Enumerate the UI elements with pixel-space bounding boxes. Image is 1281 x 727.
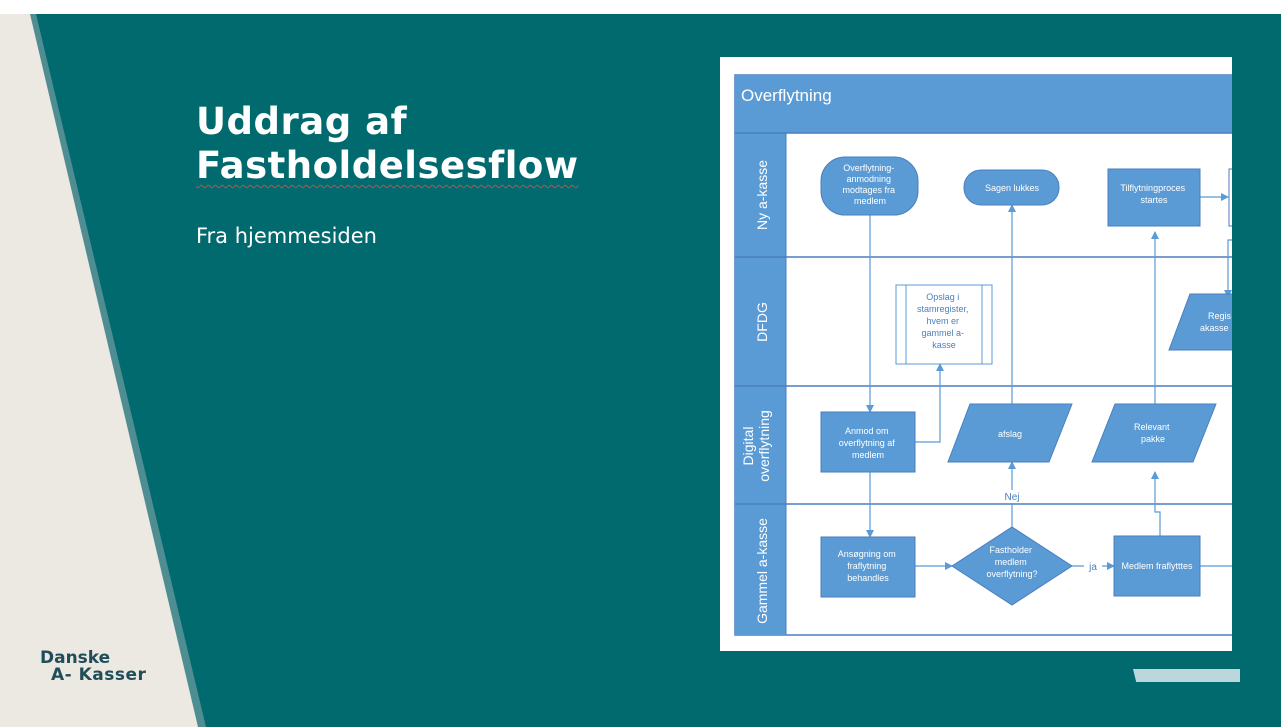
afslag-label: afslag bbox=[998, 429, 1022, 439]
lane-label-digital: Digital bbox=[740, 427, 756, 466]
registrering-data bbox=[1168, 293, 1232, 351]
lane-label-ny-a-kasse: Ny a-kasse bbox=[754, 160, 770, 230]
offscreen-process-edge bbox=[1228, 168, 1232, 227]
nej-flow-label: Nej bbox=[1004, 492, 1019, 503]
title-line-1: Uddrag af bbox=[196, 100, 408, 143]
fastholder-decision bbox=[951, 526, 1073, 606]
nej-label-bg bbox=[1000, 490, 1024, 503]
danske-a-kasser-logo: Danske A- Kasser bbox=[40, 650, 146, 684]
lane-label-overflytning: overflytning bbox=[756, 410, 772, 482]
anmod-label: Anmod om overflytning af medlem bbox=[839, 426, 898, 460]
fastholder-label: Fastholder medlem overflytning? bbox=[986, 545, 1037, 579]
tilflytning-label: Tilflytningproces startes bbox=[1120, 183, 1187, 205]
flowchart-image: Overflytning Ny a-kasse DFDG Digital ove… bbox=[720, 57, 1232, 651]
decorative-bar bbox=[1133, 669, 1240, 682]
slide-subtitle: Fra hjemmesiden bbox=[196, 224, 377, 248]
opslag-label: Opslag i stamregister, hvem er gammel a-… bbox=[917, 292, 971, 350]
registrering-label: Regis akasse bbox=[1200, 311, 1232, 333]
lane-header-column bbox=[735, 133, 786, 635]
start-terminator-label: Overflytning- anmodning modtages fra med… bbox=[842, 163, 897, 206]
diagram-subheader bbox=[735, 110, 1232, 133]
logo-line-1: Danske bbox=[40, 648, 111, 668]
diagram-title-bar bbox=[735, 75, 1232, 110]
medlem-fraflyttes-process bbox=[1113, 535, 1201, 597]
ansoegning-process bbox=[820, 536, 916, 598]
arrow-medlem-to-relevant bbox=[1151, 471, 1161, 536]
ansoegning-label: Ansøgning om fraflytning behandles bbox=[838, 549, 899, 583]
slide-title: Uddrag af Fastholdelsesflow bbox=[196, 100, 579, 188]
afslag-data bbox=[947, 403, 1073, 463]
lane-label-gammel-a-kasse: Gammel a-kasse bbox=[754, 518, 770, 624]
medlem-fraflyttes-label: Medlem fraflytttes bbox=[1121, 561, 1193, 571]
title-line-2: Fastholdelsesflow bbox=[196, 144, 579, 187]
sagen-lukkes-terminator bbox=[963, 169, 1060, 206]
arrow-anmod-to-opslag bbox=[915, 363, 944, 443]
opslag-subprocess bbox=[895, 284, 993, 365]
sagen-lukkes-label: Sagen lukkes bbox=[985, 183, 1040, 193]
arrow-to-registrering bbox=[1224, 239, 1232, 298]
logo-line-2: A- Kasser bbox=[51, 665, 147, 685]
tilflytning-process bbox=[1107, 168, 1201, 227]
relevant-pakke-label: Relevant pakke bbox=[1134, 422, 1172, 444]
anmod-process bbox=[820, 411, 916, 473]
start-terminator bbox=[820, 156, 919, 216]
ja-flow-label: ja bbox=[1088, 562, 1097, 573]
ja-label-bg bbox=[1084, 560, 1102, 573]
left-beige-panel bbox=[0, 14, 198, 727]
swimlane-diagram: Overflytning Ny a-kasse DFDG Digital ove… bbox=[734, 74, 1232, 636]
relevant-pakke-data bbox=[1091, 403, 1217, 463]
lane-label-dfdg: DFDG bbox=[754, 302, 770, 342]
diagram-title: Overflytning bbox=[741, 86, 832, 105]
